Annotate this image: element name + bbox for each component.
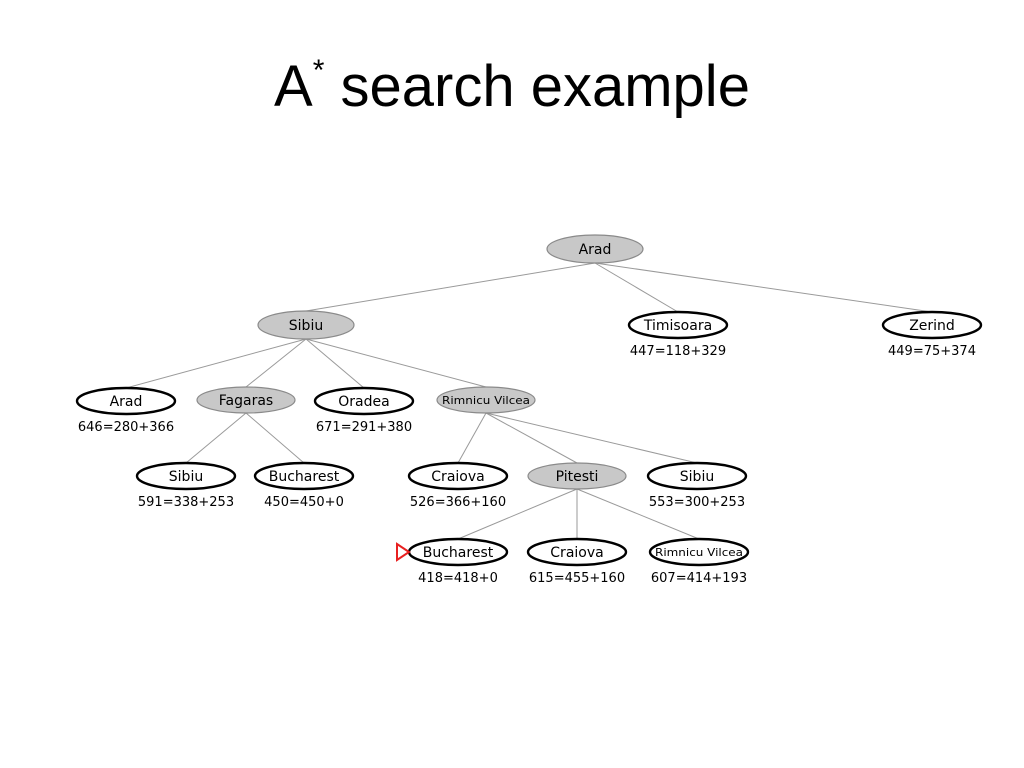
tree-node-sibiu-fag: Sibiu 591=338+253 (135, 461, 237, 510)
tree-edge-pitesti-to-rimnicu-pit (576, 488, 700, 540)
node-ellipse (627, 310, 729, 340)
node-ellipse (646, 461, 748, 491)
node-ellipse (135, 461, 237, 491)
tree-node-sibiu-rv: Sibiu 553=300+253 (646, 461, 748, 510)
node-score: 646=280+366 (78, 420, 174, 435)
node-ellipse (253, 461, 355, 491)
tree-edge-arad-root-to-sibiu-1 (305, 262, 596, 312)
node-ellipse (313, 386, 415, 416)
tree-node-pitesti: Pitesti (527, 462, 627, 490)
node-label: Craiova (431, 469, 484, 485)
node-label: Arad (579, 242, 612, 258)
node-score: 671=291+380 (316, 420, 412, 435)
node-ellipse (527, 462, 627, 490)
tree-node-fagaras: Fagaras (196, 386, 296, 414)
node-score: 607=414+193 (651, 571, 747, 586)
node-label: Rimnicu Vilcea (655, 547, 743, 559)
node-label: Oradea (338, 394, 389, 410)
node-label: Bucharest (423, 545, 494, 561)
tree-node-craiova-pit: Craiova 615=455+160 (526, 537, 628, 586)
title-main: A (274, 54, 313, 119)
tree-node-timisoara: Timisoara 447=118+329 (627, 310, 729, 359)
tree-node-rimnicu-1: Rimnicu Vilcea (436, 386, 536, 414)
node-label: Fagaras (219, 393, 273, 409)
tree-edge-fagaras-to-bucharest-fag (245, 412, 305, 464)
node-label: Craiova (550, 545, 603, 561)
tree-edge-rimnicu-1-to-sibiu-rv (485, 412, 698, 464)
node-label: Timisoara (643, 318, 712, 334)
tree-edge-sibiu-1-to-rimnicu-1 (305, 338, 487, 388)
tree-node-craiova-rv: Craiova 526=366+160 (407, 461, 509, 510)
tree-edge-sibiu-1-to-arad-2 (125, 338, 307, 389)
tree-edge-pitesti-to-bucharest-goal (457, 488, 578, 540)
tree-node-oradea: Oradea 671=291+380 (313, 386, 415, 435)
tree-node-rimnicu-pit: Rimnicu Vilcea 607=414+193 (648, 537, 750, 586)
node-score: 447=118+329 (630, 344, 726, 359)
node-ellipse (196, 386, 296, 414)
node-label: Sibiu (289, 318, 323, 334)
tree-edge-fagaras-to-sibiu-fag (185, 412, 247, 464)
tree-edges (125, 262, 933, 540)
tree-node-bucharest-goal: Bucharest 418=418+0 (396, 537, 509, 586)
tree-edge-rimnicu-1-to-craiova-rv (457, 412, 487, 464)
node-label: Sibiu (680, 469, 714, 485)
node-ellipse (526, 537, 628, 567)
tree-edge-arad-root-to-timisoara (594, 262, 679, 313)
tree-edge-arad-root-to-zerind (594, 262, 933, 313)
node-label: Bucharest (269, 469, 340, 485)
tree-node-sibiu-1: Sibiu (257, 310, 355, 340)
node-ellipse (881, 310, 983, 340)
title-superscript: * (312, 54, 325, 87)
node-score: 449=75+374 (888, 344, 976, 359)
tree-edge-rimnicu-1-to-pitesti (485, 412, 578, 464)
node-score: 418=418+0 (418, 571, 498, 586)
node-ellipse (75, 386, 177, 416)
node-score: 450=450+0 (264, 495, 344, 510)
node-ellipse (436, 386, 536, 414)
tree-edge-sibiu-1-to-oradea (305, 338, 365, 389)
tree-node-arad-root: Arad (546, 234, 644, 264)
node-label: Arad (110, 394, 143, 410)
node-ellipse (407, 461, 509, 491)
tree-node-zerind: Zerind 449=75+374 (881, 310, 983, 359)
node-score: 553=300+253 (649, 495, 745, 510)
node-score: 591=338+253 (138, 495, 234, 510)
tree-node-arad-2: Arad 646=280+366 (75, 386, 177, 435)
node-label: Pitesti (556, 469, 599, 485)
goal-marker-icon (396, 542, 411, 562)
node-ellipse (648, 537, 750, 567)
node-label: Rimnicu Vilcea (442, 395, 530, 407)
slide-title: A* search example (0, 56, 1024, 116)
tree-node-bucharest-fag: Bucharest 450=450+0 (253, 461, 355, 510)
node-score: 526=366+160 (410, 495, 506, 510)
node-label: Sibiu (169, 469, 203, 485)
node-label: Zerind (909, 318, 955, 334)
tree-edge-sibiu-1-to-fagaras (245, 338, 307, 388)
title-rest: search example (324, 54, 750, 119)
node-score: 615=455+160 (529, 571, 625, 586)
node-ellipse (546, 234, 644, 264)
node-ellipse (257, 310, 355, 340)
